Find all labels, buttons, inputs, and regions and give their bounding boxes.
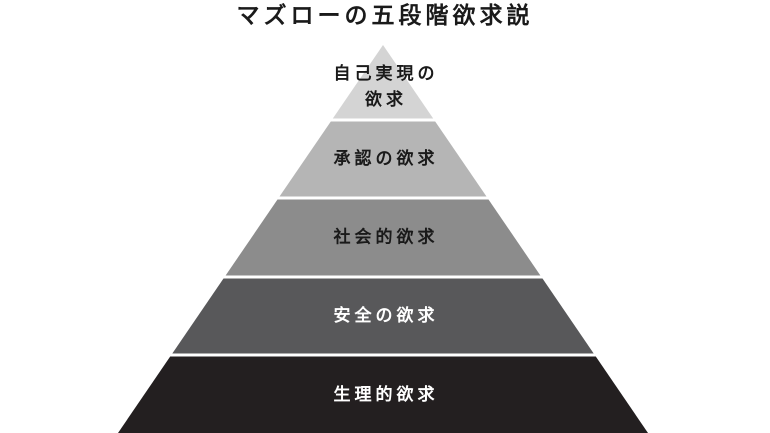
tier-label: 欲求 [364, 89, 407, 110]
tier-label: 自己実現の [334, 63, 439, 84]
tier-esteem: 承認の欲求 [279, 121, 487, 197]
tier-safety: 安全の欲求 [172, 278, 594, 354]
tier-physiological: 生理的欲求 [118, 356, 648, 433]
tier-label: 生理的欲求 [334, 384, 439, 405]
diagram-title: マズローの五段階欲求説 [236, 3, 534, 29]
tier-shape [332, 45, 434, 119]
tier-label: 安全の欲求 [334, 305, 439, 326]
tier-label: 承認の欲求 [334, 148, 439, 169]
tier-label: 社会的欲求 [333, 227, 439, 248]
tier-shape [118, 356, 648, 433]
tier-shape [172, 278, 594, 354]
tier-shape [279, 121, 487, 197]
tier-social: 社会的欲求 [225, 199, 541, 276]
tier-shape [225, 199, 541, 276]
